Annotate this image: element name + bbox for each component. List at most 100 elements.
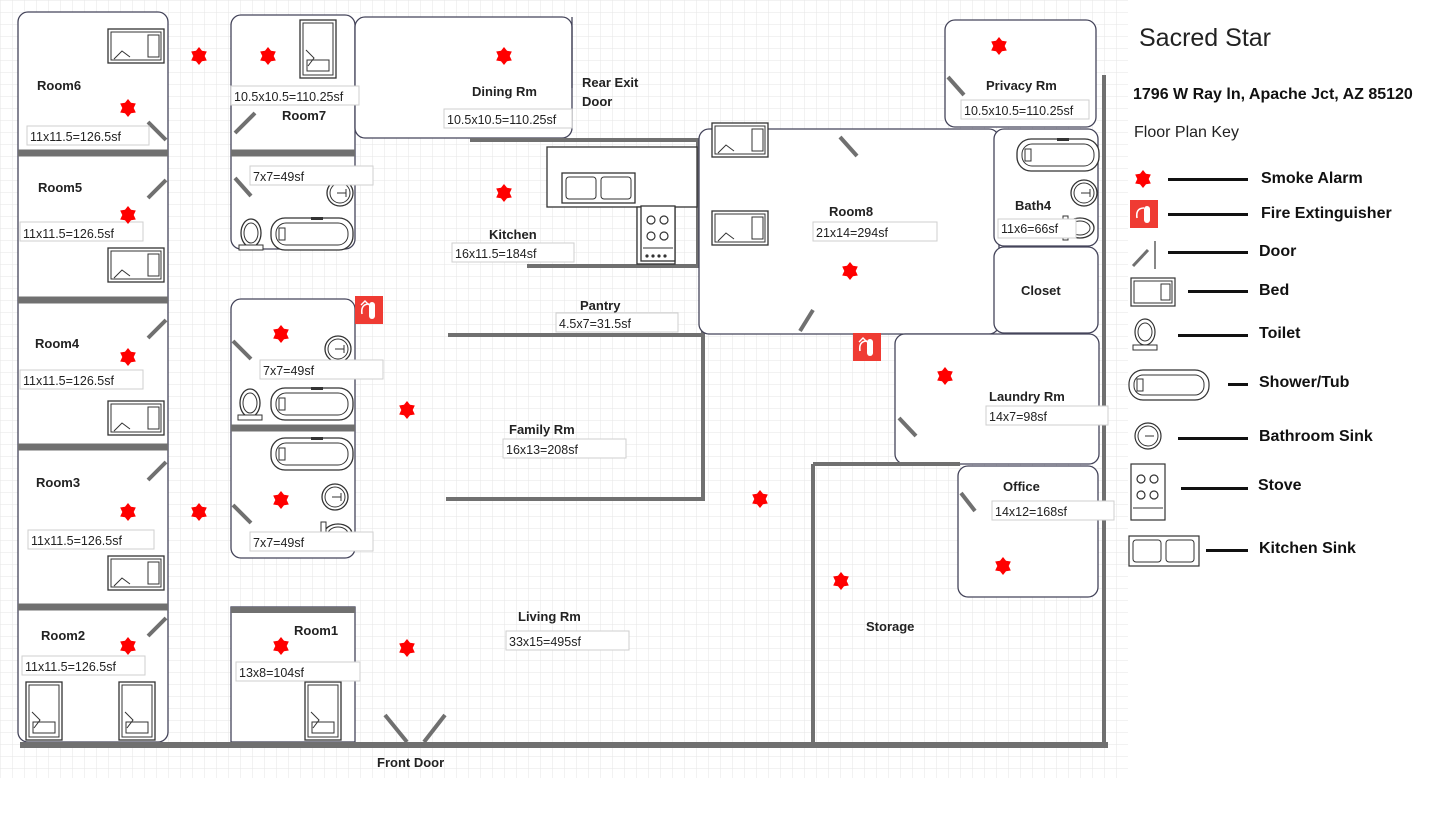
bath-sink-low [321, 483, 349, 511]
room-label: Family Rm [509, 422, 575, 437]
room-label: Living Rm [518, 609, 581, 624]
legend-label: Kitchen Sink [1259, 540, 1356, 557]
legend-label: Toilet [1259, 325, 1301, 342]
room-size: 11x11.5=126.5sf [30, 130, 121, 144]
room-size: 33x15=495sf [509, 635, 581, 649]
bath4-tub [1016, 137, 1100, 172]
bed-room8-b [711, 210, 769, 246]
office-door [959, 491, 977, 513]
room-size: 10.5x10.5=110.25sf [964, 104, 1074, 118]
room-label: Room1 [294, 623, 338, 638]
bath-tub-low [270, 436, 354, 471]
legend-row: Toilet [1128, 318, 1428, 352]
office-outline [957, 465, 1099, 598]
bed-room2-a [25, 681, 63, 741]
bed-room1 [304, 681, 342, 741]
left-wing-dividers [18, 149, 168, 611]
legend-row: Bed [1128, 276, 1428, 310]
legend-label: Door [1259, 243, 1297, 260]
room8-door-bottom [798, 308, 815, 333]
room-label: Privacy Rm [986, 78, 1057, 93]
room-label: Room7 [282, 108, 326, 123]
kitchen-sink-icon [561, 172, 636, 204]
bed-room8-a [711, 122, 769, 158]
room-size: 14x7=98sf [989, 410, 1048, 424]
room-size: 11x11.5=126.5sf [25, 660, 116, 674]
tub-icon [1128, 369, 1210, 401]
bath-tub-mid [270, 386, 354, 421]
bath-tub-top [270, 216, 354, 251]
room-label: Room8 [829, 204, 873, 219]
legend-label: Smoke Alarm [1261, 170, 1363, 187]
room-label: Closet [1021, 283, 1061, 298]
stove-icon [640, 205, 676, 262]
room-size: 16x13=208sf [506, 443, 578, 457]
legend-label: Bed [1259, 282, 1290, 299]
smoke-alarm-icon [1135, 170, 1151, 188]
room-label: Laundry Rm [989, 389, 1065, 404]
room-label: Room5 [38, 180, 82, 195]
room-label: Room3 [36, 475, 80, 490]
bath-door-mid [231, 339, 253, 361]
bed-room5 [107, 247, 165, 283]
laundry-door [897, 416, 918, 438]
room7-door [233, 111, 257, 135]
bed-room2-b [118, 681, 156, 741]
legend-label: Stove [1258, 477, 1302, 494]
room-label: Room6 [37, 78, 81, 93]
room-size: 21x14=294sf [816, 226, 888, 240]
fire-extinguisher-icon [354, 295, 384, 325]
door-icon [1131, 241, 1156, 269]
legend-row: Door [1128, 238, 1428, 272]
bath-size: 7x7=49sf [263, 364, 315, 378]
room-label: Storage [866, 619, 914, 634]
legend-label: Shower/Tub [1259, 374, 1350, 391]
room-size: 10.5x10.5=110.25sf [447, 113, 557, 127]
bath4-sink [1070, 179, 1098, 207]
room-size: 13x8=104sf [239, 666, 305, 680]
room-label: Room4 [35, 336, 80, 351]
address: 1796 W Ray ln, Apache Jct, AZ 85120 [1133, 86, 1413, 103]
room8-door-top [838, 135, 859, 158]
bath-size: 7x7=49sf [253, 536, 305, 550]
laundry-outline [894, 333, 1100, 465]
room-size: 14x12=168sf [995, 505, 1067, 519]
room-size: 11x6=66sf [1001, 222, 1059, 236]
bath-door-top [233, 176, 253, 198]
page-title: Sacred Star [1139, 24, 1272, 52]
rear-exit-label: Rear Exit [582, 75, 639, 90]
rear-exit-label-line2: Door [582, 94, 612, 109]
front-door-label: Front Door [377, 755, 444, 770]
room-label: Pantry [580, 298, 621, 313]
center-walls [446, 138, 705, 501]
bath-door-low [231, 503, 253, 525]
bathroom-sink-icon [1134, 422, 1162, 450]
room-labels: Room6 11x11.5=126.5sf Room5 11x11.5=126.… [23, 78, 1074, 680]
room-label: Kitchen [489, 227, 537, 242]
room-size: 10.5x10.5=110.25sf [234, 90, 344, 104]
room-size: 11x11.5=126.5sf [23, 227, 114, 241]
bed-room7 [299, 19, 337, 79]
room-size: 11x11.5=126.5sf [31, 534, 122, 548]
legend-row: Fire Extinguisher [1128, 200, 1428, 234]
legend-label: Fire Extinguisher [1261, 205, 1392, 222]
closet-outline [993, 246, 1099, 334]
kitchen-sink-icon [1128, 535, 1200, 567]
room-label: Dining Rm [472, 84, 537, 99]
fire-extinguisher-icon [852, 332, 882, 362]
front-door-right [422, 713, 447, 744]
room-label: Bath4 [1015, 198, 1052, 213]
bed-icon [1130, 277, 1176, 307]
stove-icon [1130, 463, 1166, 521]
dimension-boxes [19, 85, 1115, 682]
room-label: Room2 [41, 628, 85, 643]
room-size: 11x11.5=126.5sf [23, 374, 114, 388]
key-title: Floor Plan Key [1134, 124, 1239, 141]
bath-sink-mid [324, 335, 352, 363]
legend-row: Smoke Alarm [1128, 166, 1428, 200]
bed-room3 [107, 555, 165, 591]
bed-room4 [107, 400, 165, 436]
legend-row: Shower/Tub [1128, 368, 1428, 402]
privacy-door [946, 75, 966, 97]
